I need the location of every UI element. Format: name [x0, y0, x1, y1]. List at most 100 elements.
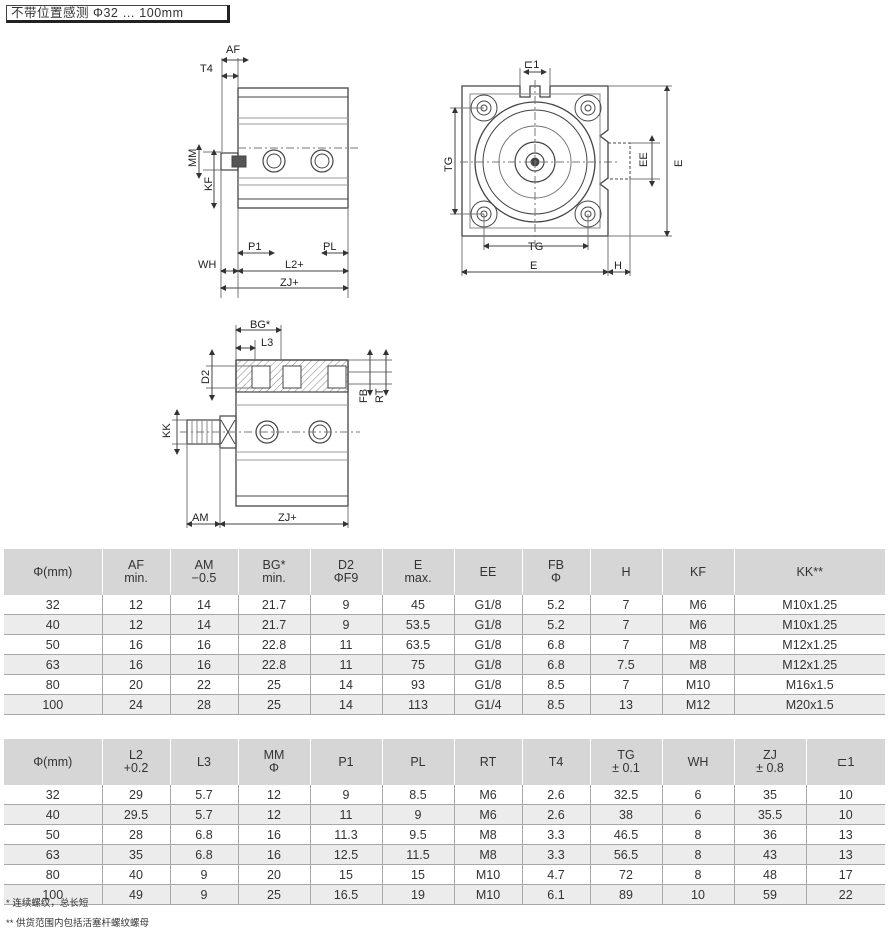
table-cell: 11.5 [381, 844, 454, 865]
column-header: BG*min. [237, 549, 310, 595]
table-cell: 24 [101, 694, 170, 715]
column-header-text: MM [263, 748, 285, 762]
table-cell: M10x1.25 [733, 595, 885, 615]
table-cell: 16 [169, 654, 238, 675]
footnote-rod-nut: ** 供货范围内包括活塞杆螺纹螺母 [6, 918, 150, 929]
label-fb: FB [358, 389, 370, 403]
table-cell: 9 [309, 785, 382, 805]
table-cell: 75 [381, 654, 454, 675]
label-af: AF [226, 44, 240, 56]
table-cell: 2.6 [521, 804, 590, 825]
table-cell: 43 [733, 844, 806, 865]
label-e-vertical: E [673, 160, 685, 167]
column-header-text: EE [479, 564, 497, 579]
table-cell: 6 [661, 804, 734, 825]
label-h: H [614, 260, 622, 272]
table-cell: 17 [805, 864, 885, 885]
table-cell: 32 [4, 785, 102, 805]
table-cell: M8 [453, 844, 522, 865]
table-cell: 9.5 [381, 824, 454, 845]
table-cell: 50 [4, 634, 102, 655]
column-header: Φ(mm) [4, 549, 102, 595]
table-cell: 4.7 [521, 864, 590, 885]
footnote-continuous-thread: * 连续螺纹，总长短 [6, 898, 89, 909]
table-cell: 15 [381, 864, 454, 885]
column-header-text: min. [124, 571, 148, 585]
table-cell: M10 [453, 884, 522, 905]
column-header-text: max. [404, 571, 432, 585]
table-cell: 40 [4, 614, 102, 635]
table-cell: 63 [4, 844, 102, 865]
column-header: EE [453, 549, 522, 595]
table-cell: M20x1.5 [733, 694, 885, 715]
label-l3: L3 [261, 337, 273, 349]
table-cell: G1/4 [453, 694, 522, 715]
table-cell: M6 [661, 595, 734, 615]
column-header-text: Φ [551, 571, 561, 585]
column-header-text: T4 [548, 754, 564, 769]
column-header-text: KK** [796, 564, 823, 579]
table-cell: 21.7 [237, 614, 310, 635]
table-cell: 14 [309, 674, 382, 695]
table-cell: M10 [661, 674, 734, 695]
table-cell: 53.5 [381, 614, 454, 635]
table-cell: 6.8 [169, 824, 238, 845]
table-cell: 9 [309, 614, 382, 635]
column-header: KK** [733, 549, 885, 595]
table-cell: 14 [169, 614, 238, 635]
table-cell: 12 [237, 804, 310, 825]
table-cell: 45 [381, 595, 454, 615]
table-cell: 100 [4, 884, 102, 905]
table-cell: 13 [805, 844, 885, 865]
column-header-text: AM [194, 558, 214, 572]
label-zj-section: ZJ+ [278, 512, 297, 524]
column-header-text: L3 [197, 754, 211, 769]
column-header-text: H [621, 564, 631, 579]
table-cell: 46.5 [589, 824, 662, 845]
table-cell: 22.8 [237, 654, 310, 675]
table-cell: 40 [4, 804, 102, 825]
table-cell: 72 [589, 864, 662, 885]
table-cell: 9 [169, 864, 238, 885]
table-cell: 13 [589, 694, 662, 715]
table-cell: 32 [4, 595, 102, 615]
column-header-text: FB [548, 558, 564, 572]
column-header-text: ± 0.8 [756, 761, 784, 775]
table-cell: 28 [169, 694, 238, 715]
table-cell: 32.5 [589, 785, 662, 805]
column-header: H [589, 549, 662, 595]
table-cell: 29.5 [101, 804, 170, 825]
table-cell: 5.2 [521, 614, 590, 635]
label-wh: WH [198, 259, 216, 271]
table-cell: 40 [101, 864, 170, 885]
column-header: ZJ± 0.8 [733, 739, 806, 785]
table-cell: 25 [237, 884, 310, 905]
column-header: L3 [169, 739, 238, 785]
column-header-text: PL [410, 754, 426, 769]
table-cell: 35 [101, 844, 170, 865]
column-header: AM−0.5 [169, 549, 238, 595]
table-cell: M12x1.25 [733, 634, 885, 655]
table-cell: 7 [589, 634, 662, 655]
table-cell: 10 [805, 785, 885, 805]
label-e-horizontal: E [530, 260, 537, 272]
column-header-text: E [413, 558, 423, 572]
table-cell: G1/8 [453, 614, 522, 635]
table-cell: 56.5 [589, 844, 662, 865]
table-cell: 22.8 [237, 634, 310, 655]
table-cell: M10 [453, 864, 522, 885]
table-cell: G1/8 [453, 674, 522, 695]
table-cell: 100 [4, 694, 102, 715]
table-cell: 16 [101, 654, 170, 675]
column-header: KF [661, 549, 734, 595]
